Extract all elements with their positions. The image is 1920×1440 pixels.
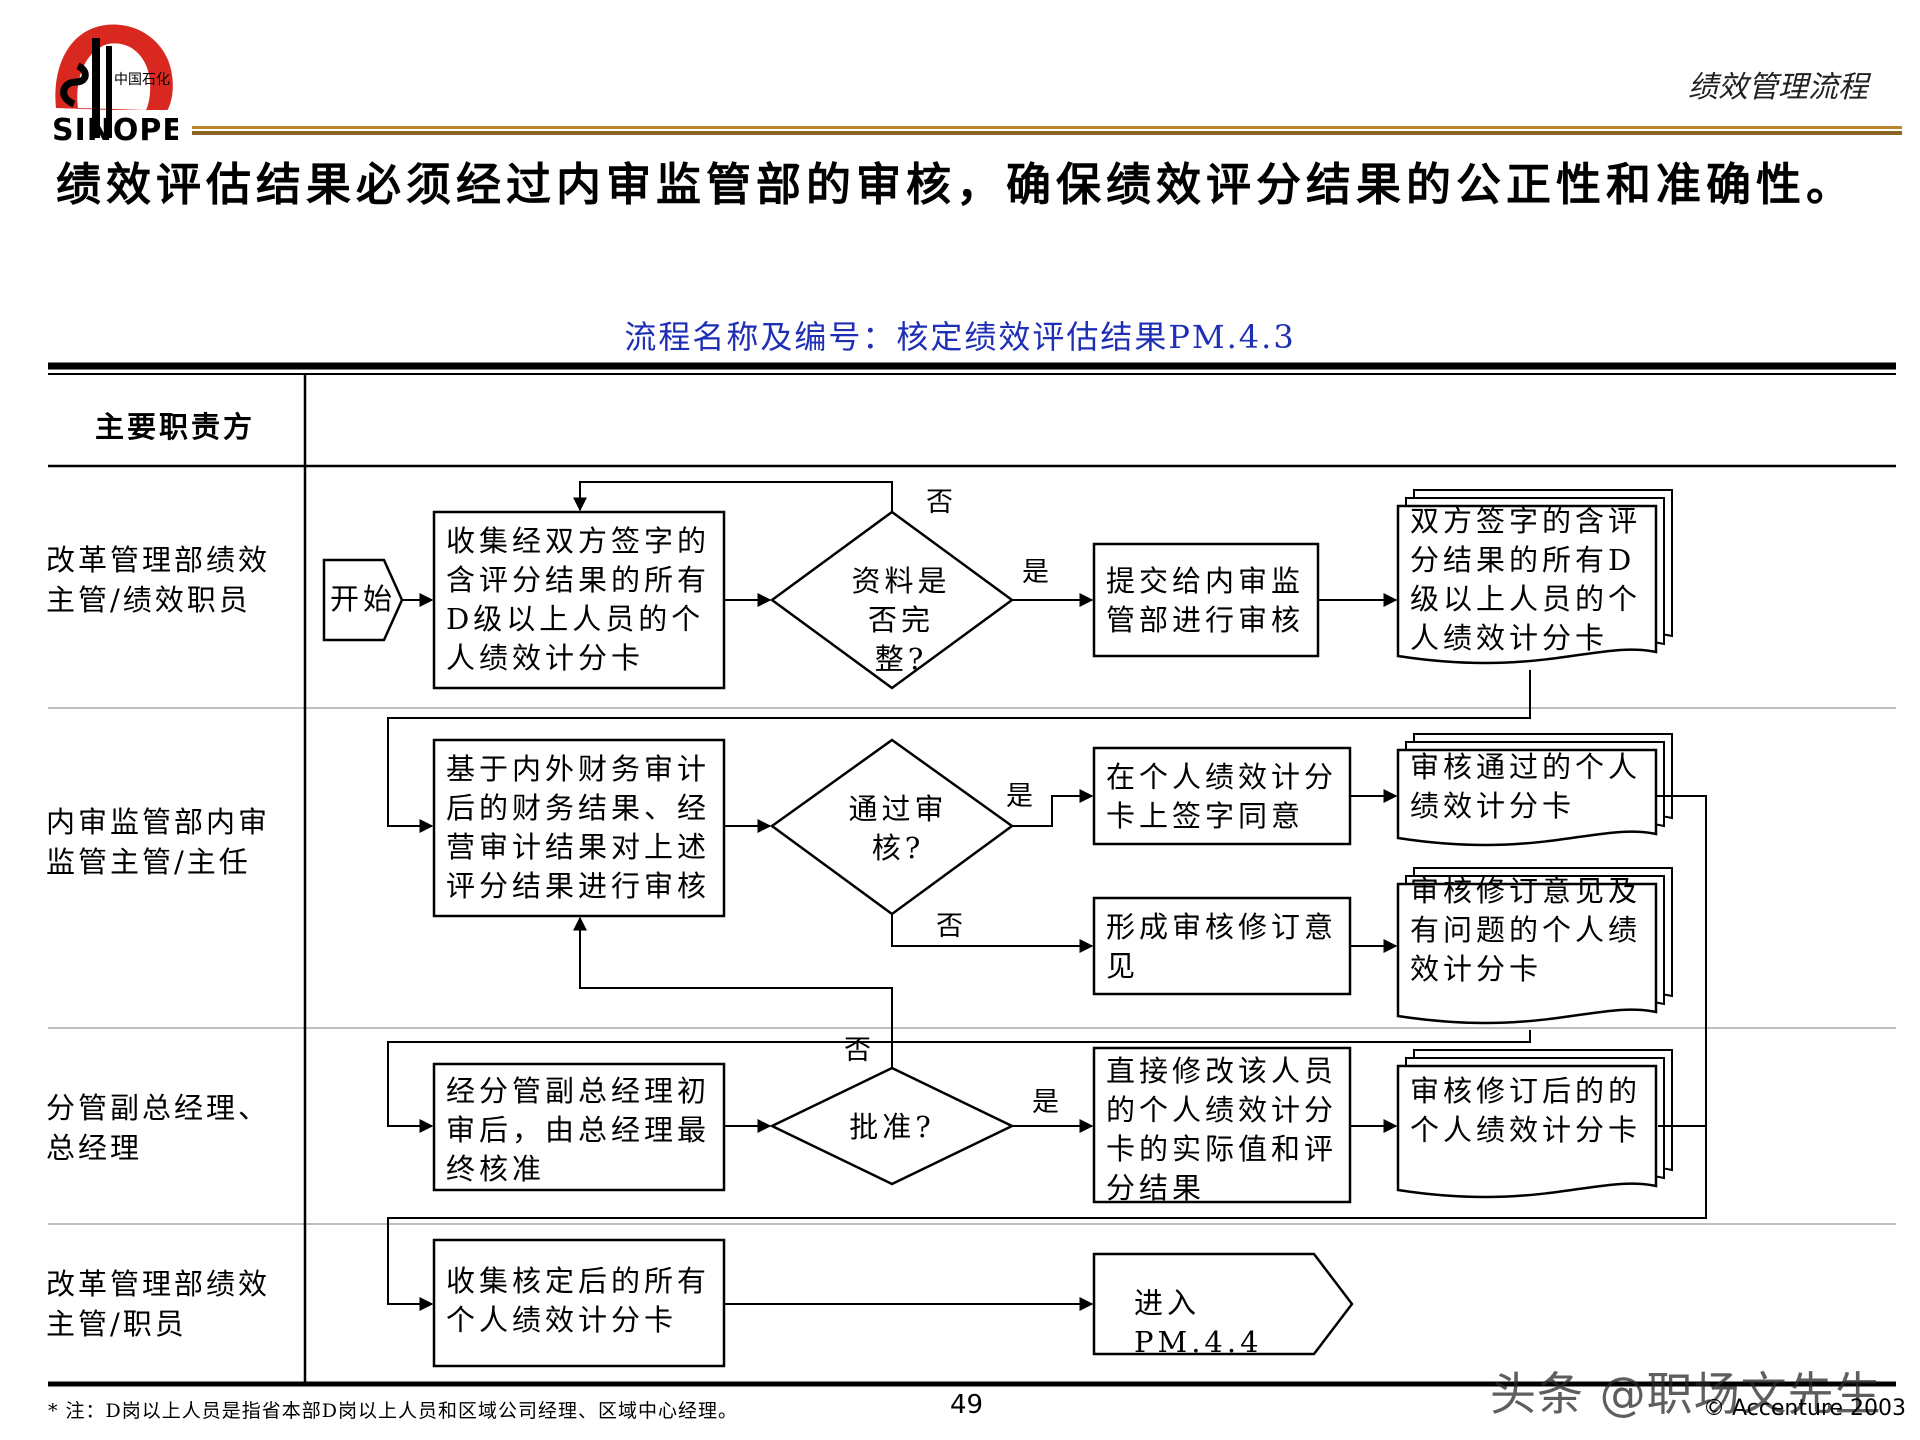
- label-yes-audit: 是: [1006, 781, 1033, 812]
- process-title: 流程名称及编号：核定绩效评估结果PM.4.3: [624, 318, 1296, 356]
- start-label: 开始: [330, 582, 397, 616]
- lane-label-reform-1: 改革管理部绩效主管/绩效职员: [46, 543, 271, 617]
- label-yes-complete: 是: [1022, 557, 1049, 588]
- section-title: 绩效管理流程: [1688, 70, 1868, 105]
- page-number: 49: [950, 1390, 984, 1420]
- header-rule: [192, 126, 1902, 136]
- footnote: * 注：D岗以上人员是指省本部D岗以上人员和区域公司经理、区域中心经理。: [48, 1400, 739, 1422]
- collect-label: 收集经双方签字的含评分结果的所有D级以上人员的个人绩效计分卡: [446, 524, 711, 675]
- audit-box: [432, 738, 726, 918]
- connectors: [387, 481, 1707, 1311]
- decision-approve-label: 批准?: [849, 1110, 935, 1144]
- decision-approve: [769, 1066, 1015, 1186]
- decision-complete: [769, 510, 1015, 690]
- next-node: [1092, 1252, 1354, 1356]
- doc-revised-label: 审核修订后的的个人绩效计分卡: [1410, 1074, 1642, 1147]
- copyright: © Accenture 2003: [1703, 1396, 1906, 1421]
- next-label: 进入PM.4.4: [1134, 1286, 1263, 1359]
- label-no-approve: 否: [844, 1035, 871, 1066]
- lane-label-reform-2: 改革管理部绩效主管/职员: [46, 1267, 271, 1341]
- collect-final-label: 收集核定后的所有个人绩效计分卡: [446, 1264, 711, 1337]
- modify-box: [1092, 1046, 1352, 1204]
- doc-revised: [1396, 1049, 1673, 1199]
- submit-box: [1092, 542, 1320, 658]
- form-opinion-label: 形成审核修订意见: [1106, 910, 1338, 983]
- doc-opinion: [1396, 867, 1673, 1025]
- submit-label: 提交给内审监管部进行审核: [1106, 564, 1305, 637]
- decision-audit-label: 通过审核?: [848, 792, 948, 865]
- doc-opinion-label: 审核修订意见及有问题的个人绩效计分卡: [1410, 874, 1642, 986]
- lane-label-executives: 分管副总经理、总经理: [46, 1091, 271, 1165]
- label-no-audit: 否: [936, 911, 963, 942]
- role-header: 主要职责方: [94, 410, 255, 444]
- decision-complete-label: 资料是否完整?: [851, 564, 951, 676]
- collect-box: [432, 510, 726, 690]
- svg-text:中国石化: 中国石化: [114, 72, 170, 88]
- sign-agree-box: [1092, 746, 1352, 846]
- collect-final-box: [432, 1238, 726, 1368]
- label-yes-approve: 是: [1032, 1087, 1059, 1118]
- headline: 绩效评估结果必须经过内审监管部的审核，确保绩效评分结果的公正性和准确性。: [56, 158, 1857, 211]
- doc-signed: [1396, 489, 1673, 665]
- swimlane-table: [48, 362, 1896, 1387]
- lane-label-audit: 内审监管部内审监管主管/主任: [46, 805, 271, 879]
- vp-review-box: [432, 1062, 726, 1192]
- vp-review-label: 经分管副总经理初审后，由总经理最终核准: [446, 1074, 711, 1186]
- modify-label: 直接修改该人员的个人绩效计分卡的实际值和评分结果: [1106, 1054, 1338, 1205]
- doc-signed-label: 双方签字的含评分结果的所有D级以上人员的个人绩效计分卡: [1410, 504, 1642, 655]
- form-opinion-box: [1092, 896, 1352, 996]
- start-node: [322, 558, 404, 642]
- doc-approved: [1396, 733, 1673, 847]
- sign-agree-label: 在个人绩效计分卡上签字同意: [1106, 760, 1338, 833]
- watermark: 头条 @职场文先生: [1490, 1367, 1882, 1421]
- audit-label: 基于内外财务审计后的财务结果、经营审计结果对上述评分结果进行审核: [446, 752, 711, 903]
- doc-approved-label: 审核通过的个人绩效计分卡: [1410, 750, 1642, 823]
- label-no-complete: 否: [926, 487, 953, 518]
